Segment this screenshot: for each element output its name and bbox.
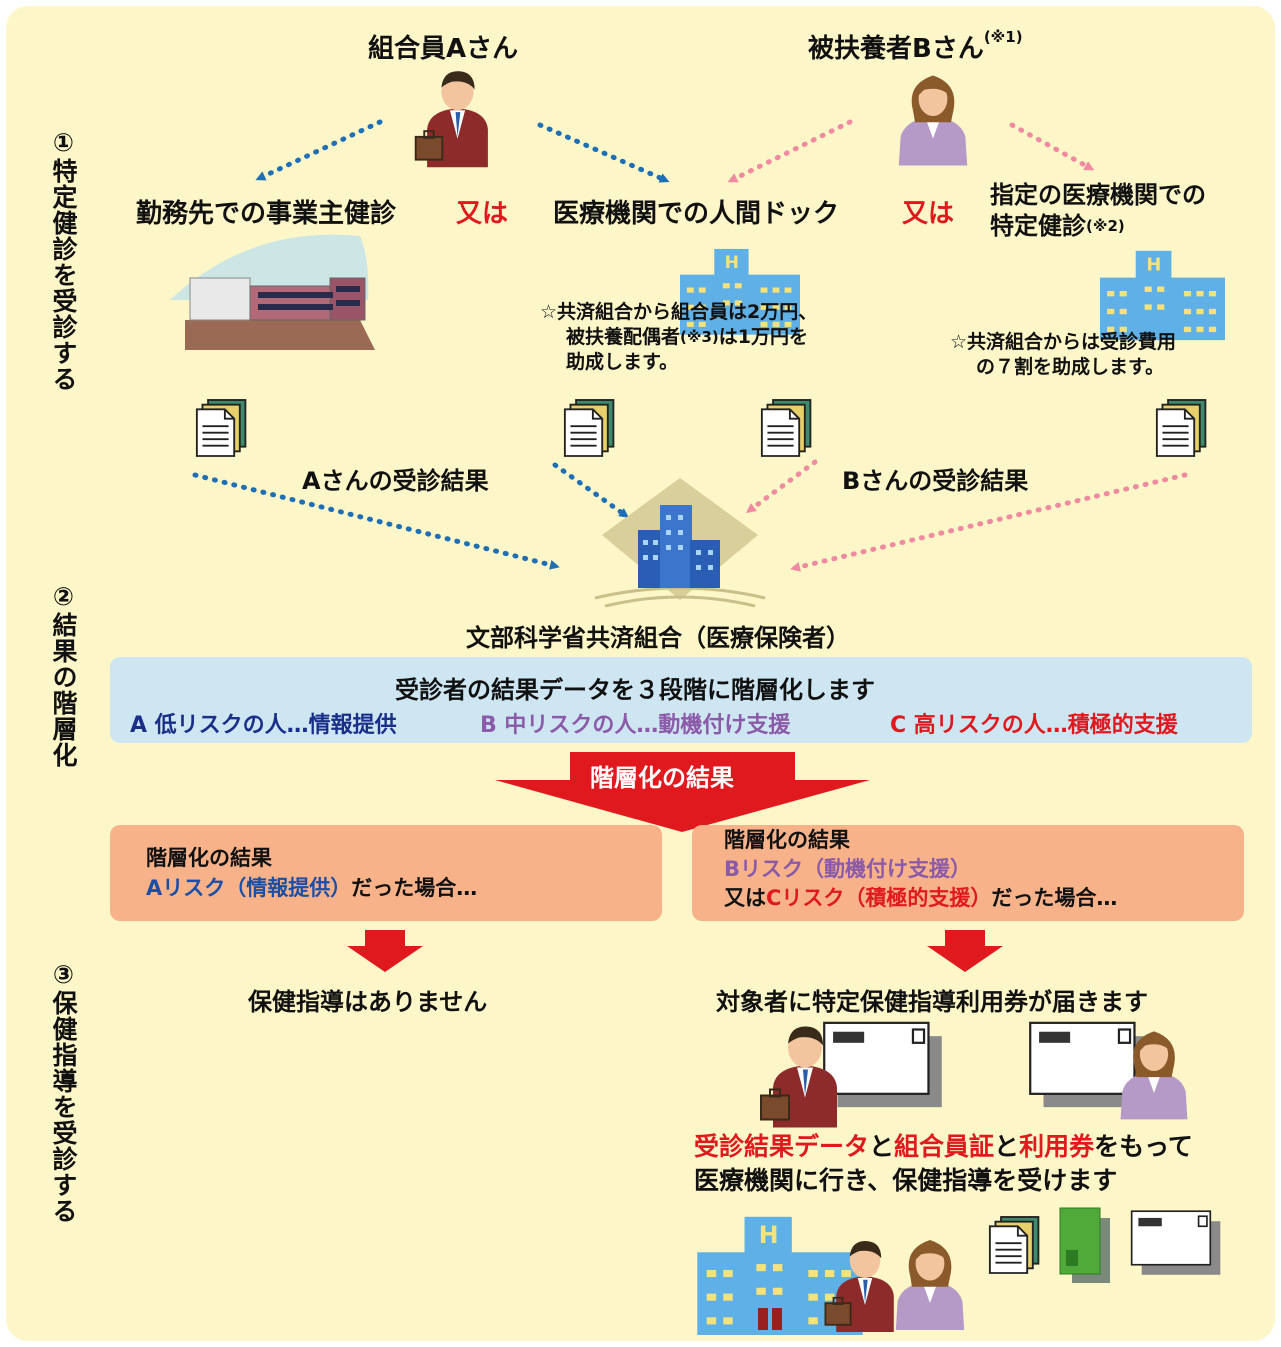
or-label-2: 又は xyxy=(902,199,955,229)
designated-checkup-label: 指定の医療機関での 特定健診(※2) xyxy=(990,181,1206,240)
section-1-label: ①特定健診を受診する xyxy=(49,128,78,392)
human-dock-label: 医療機関での人間ドック xyxy=(553,199,840,229)
member-card-icon xyxy=(1059,1207,1110,1283)
section-3-label: ③保健指導を受診する xyxy=(49,960,78,1224)
risk-c-label: C 高リスクの人…積極的支援 xyxy=(890,713,1178,738)
employer-checkup-label: 勤務先での事業主健診 xyxy=(136,199,397,229)
result-box-a-text: 階層化の結果 Aリスク（情報提供）だった場合… xyxy=(146,846,478,900)
note-2-ref: (※2) xyxy=(1086,217,1125,235)
voucher-label: 対象者に特定保健指導利用券が届きます xyxy=(716,988,1148,1016)
no-guidance-label: 保健指導はありません xyxy=(248,988,488,1016)
result-box-bc xyxy=(692,825,1244,921)
or-label-1: 又は xyxy=(456,199,509,229)
insurer-label: 文部科学省共済組合（医療保険者） xyxy=(466,624,850,652)
stratify-title: 受診者の結果データを３段階に階層化します xyxy=(395,676,875,704)
member-a-title: 組合員Aさん xyxy=(368,34,519,64)
result-box-a xyxy=(110,825,662,921)
a-result-label: Aさんの受診結果 xyxy=(302,467,489,495)
bring-instructions: 受診結果データと組合員証と利用券をもって 医療機関に行き、保健指導を受けます xyxy=(694,1132,1193,1195)
dependent-b-title-wrap: 被扶養者Bさん(※1) xyxy=(808,28,1023,65)
b-result-label: Bさんの受診結果 xyxy=(842,467,1029,495)
risk-a-label: A 低リスクの人…情報提供 xyxy=(130,713,397,738)
risk-b-label: B 中リスクの人…動機付け支援 xyxy=(480,713,791,738)
stratify-banner-label: 階層化の結果 xyxy=(590,764,734,792)
designated-subsidy-note: ☆共済組合からは受診費用 の７割を助成します。 xyxy=(950,331,1177,378)
dependent-b-title: 被扶養者Bさん xyxy=(808,34,984,64)
section-2-label: ②結果の階層化 xyxy=(49,582,78,768)
office-building-icon xyxy=(170,234,375,350)
result-box-bc-text: 階層化の結果 Bリスク（動機付け支援） 又はCリスク（積極的支援）だった場合… xyxy=(724,828,1118,910)
stratify-banner-arrow xyxy=(495,752,870,832)
insurer-building-icon xyxy=(594,478,766,608)
stratification-box xyxy=(110,657,1252,743)
dock-subsidy-note: ☆共済組合から組合員は2万円、 被扶養配偶者(※3)は1万円を 助成します。 xyxy=(540,301,818,373)
note-1-ref: (※1) xyxy=(983,28,1023,46)
